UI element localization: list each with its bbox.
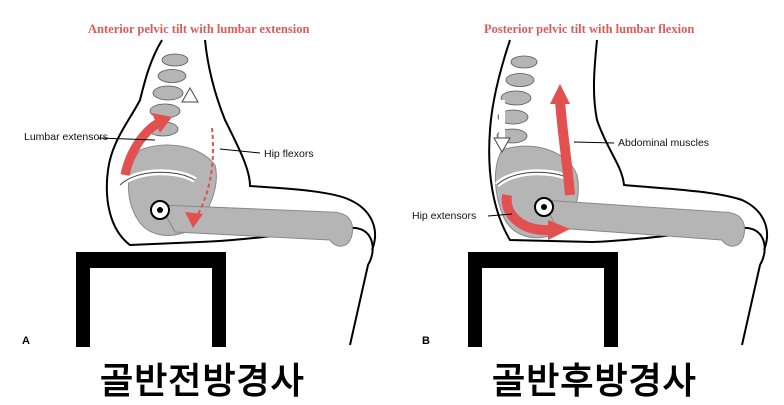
body-outline <box>105 39 376 346</box>
panel-caption: 골반후방경사 <box>492 361 697 402</box>
label-abdominal-muscles: Abdominal muscles <box>618 137 710 149</box>
lumbar-extensor-arrow-icon <box>120 118 163 177</box>
femur <box>159 204 354 247</box>
panel-title: Posterior pelvic tilt with lumbar flexio… <box>484 22 695 36</box>
anterior-tilt-illustration <box>76 39 376 347</box>
panel-letter: A <box>22 335 30 347</box>
stool <box>468 252 618 347</box>
hip-extensor-arrow-icon <box>501 194 553 236</box>
label-lumbar-extensors: Lumbar extensors <box>24 131 109 143</box>
panel-caption: 골반전방경사 <box>100 361 305 402</box>
panel-letter: B <box>422 335 430 347</box>
femur <box>541 199 746 247</box>
panel-anterior-tilt: Anterior pelvic tilt with lumbar extensi… <box>22 22 376 402</box>
hip-flexor-arrow-icon <box>194 127 215 221</box>
panel-posterior-tilt: Posterior pelvic tilt with lumbar flexio… <box>392 0 784 405</box>
panel-title: Anterior pelvic tilt with lumbar extensi… <box>88 22 310 36</box>
label-hip-flexors: Hip flexors <box>264 148 314 160</box>
stool <box>76 252 226 347</box>
abdominal-arrow-icon <box>555 99 575 196</box>
label-hip-extensors: Hip extensors <box>412 210 477 222</box>
body-outline <box>488 39 768 346</box>
posterior-tilt-illustration <box>468 39 768 347</box>
